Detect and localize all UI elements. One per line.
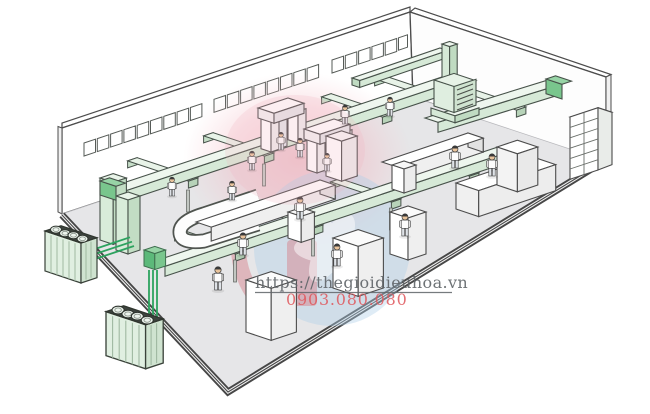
back-wall-left-edge [57,125,63,215]
duct-wall-run [350,47,450,89]
refrigerant-pipes-unit-1 [91,236,135,261]
storage-crate-2 [331,229,386,298]
watermark-text: https://thegioidieuhoa.vn 0903.080.080 [255,273,468,309]
storage-crate-1 [244,271,299,342]
duct-main-run-3 [423,75,574,134]
l-shaped-counter [454,139,558,218]
ahu-louvered-unit [430,72,480,124]
pipe-elbow-box [142,245,168,271]
watermark-pink-overlay [225,95,365,205]
indoor-ahu-cabinet [98,173,142,255]
watermark-url: https://thegioidieuhoa.vn [255,273,468,292]
duct-support-post [186,189,190,213]
watermark-phone: 0903.080.080 [286,290,408,309]
duct-support-post [233,259,237,283]
uturn-conveyor [172,188,261,250]
workbench-long [194,179,337,242]
shelving-rack [568,106,614,181]
outdoor-condensers [44,225,168,370]
machine-box-small-b [390,160,418,194]
window-strip-3 [331,34,408,74]
floor-front-edge [59,157,608,397]
